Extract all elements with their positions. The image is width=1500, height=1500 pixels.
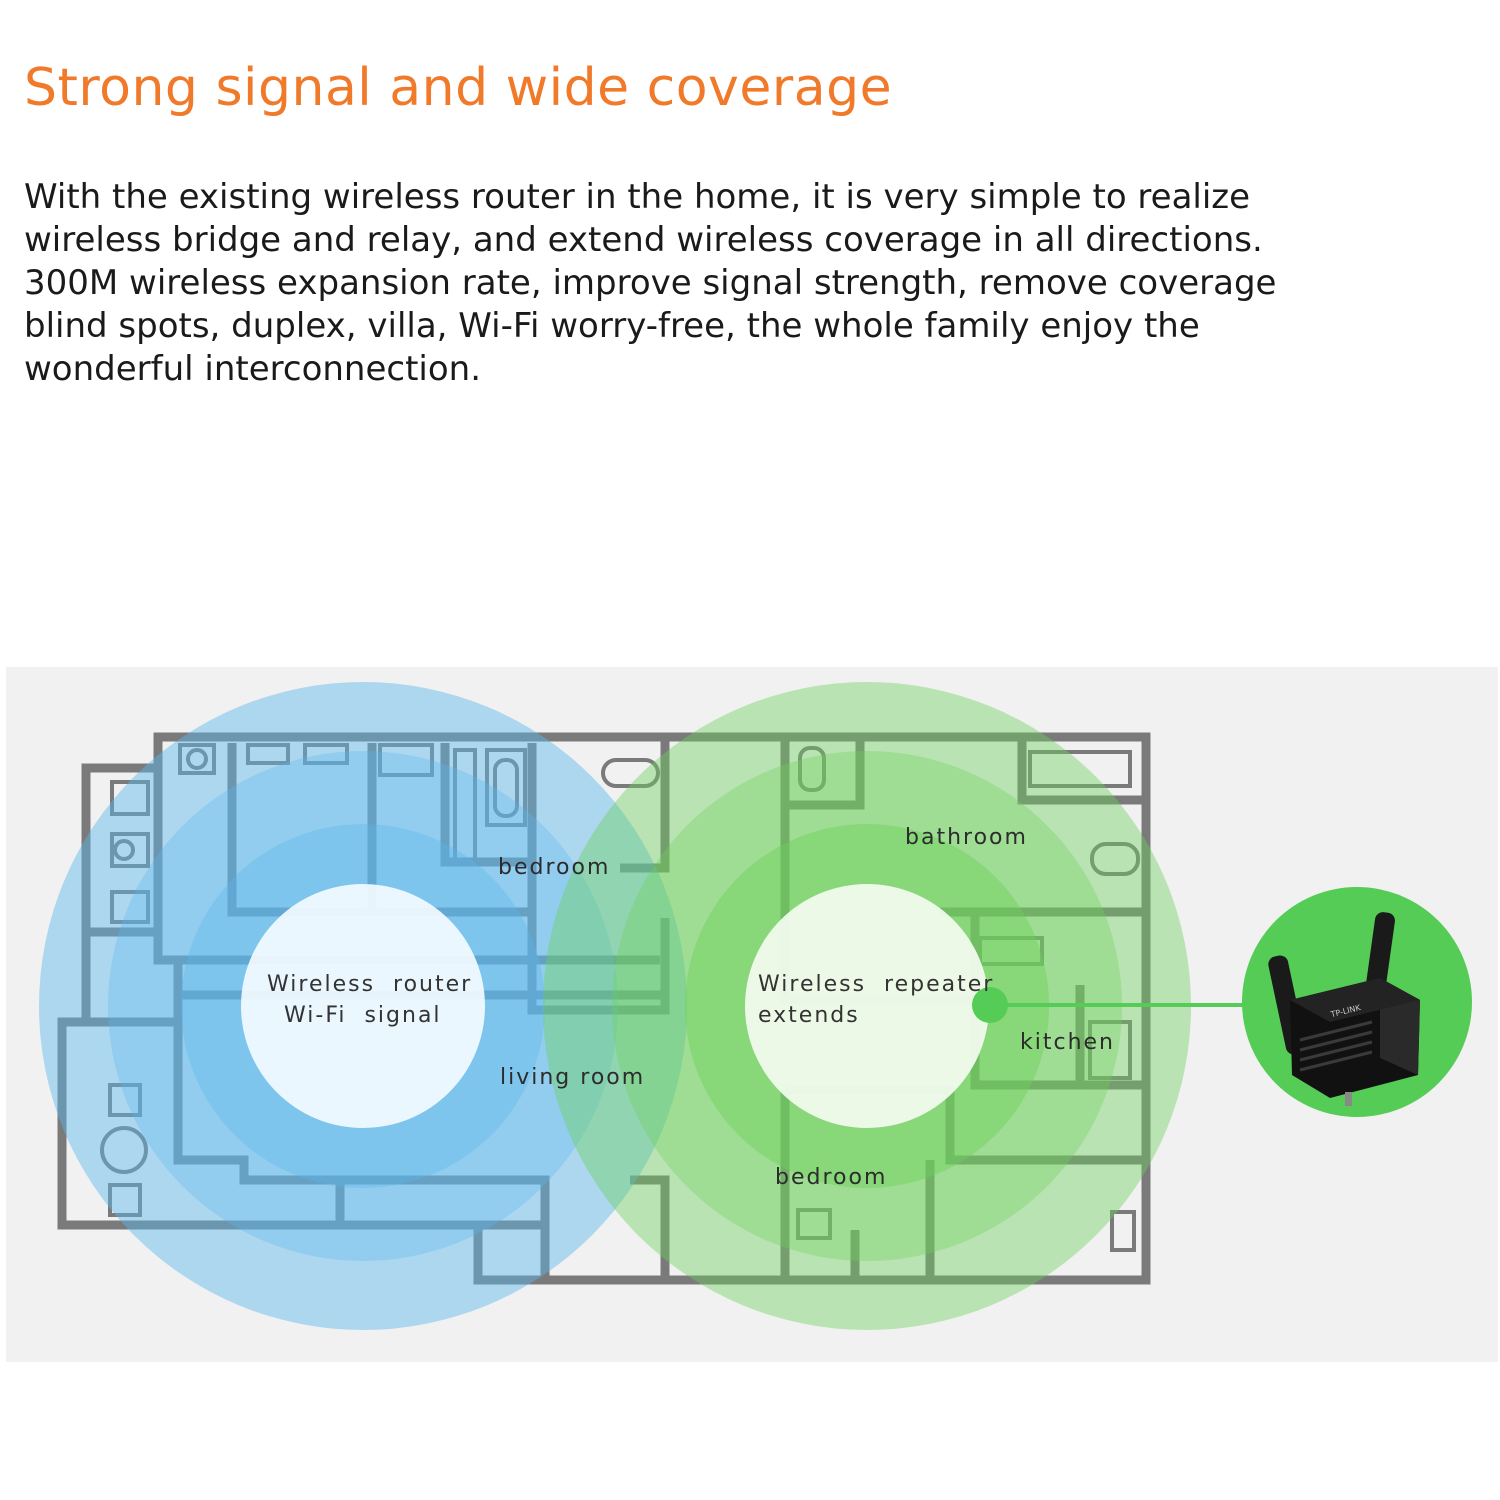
headline: Strong signal and wide coverage [24,58,893,118]
furniture [100,743,1140,1252]
repeater-location-dot [972,987,1008,1023]
room-label-bedroom-top: bedroom [498,855,610,880]
router-label-line2: Wi-Fi signal [284,1003,442,1028]
repeater-signal [543,682,1191,1330]
room-label-bathroom: bathroom [905,825,1028,850]
router-signal-core [241,884,485,1128]
repeater-device-badge: TP-LINK [1242,887,1472,1117]
room-label-living-room: living room [500,1065,645,1090]
repeater-label-line2: extends [758,1003,860,1028]
plug-pin [1345,1092,1352,1106]
repeater-signal-core [745,884,989,1128]
router-label-line1: Wireless router [267,972,472,997]
description-line: wireless bridge and relay, and extend wi… [24,220,1263,260]
repeater-label-line1: Wireless repeater [758,972,994,997]
router-signal [39,682,687,1330]
description: With the existing wireless router in the… [24,176,1484,391]
description-line: blind spots, duplex, villa, Wi-Fi worry-… [24,306,1200,346]
room-label-bedroom-bottom: bedroom [775,1165,887,1190]
room-label-kitchen: kitchen [1020,1030,1115,1055]
description-line: With the existing wireless router in the… [24,177,1251,217]
description-line: 300M wireless expansion rate, improve si… [24,263,1277,303]
description-line: wonderful interconnection. [24,349,482,389]
